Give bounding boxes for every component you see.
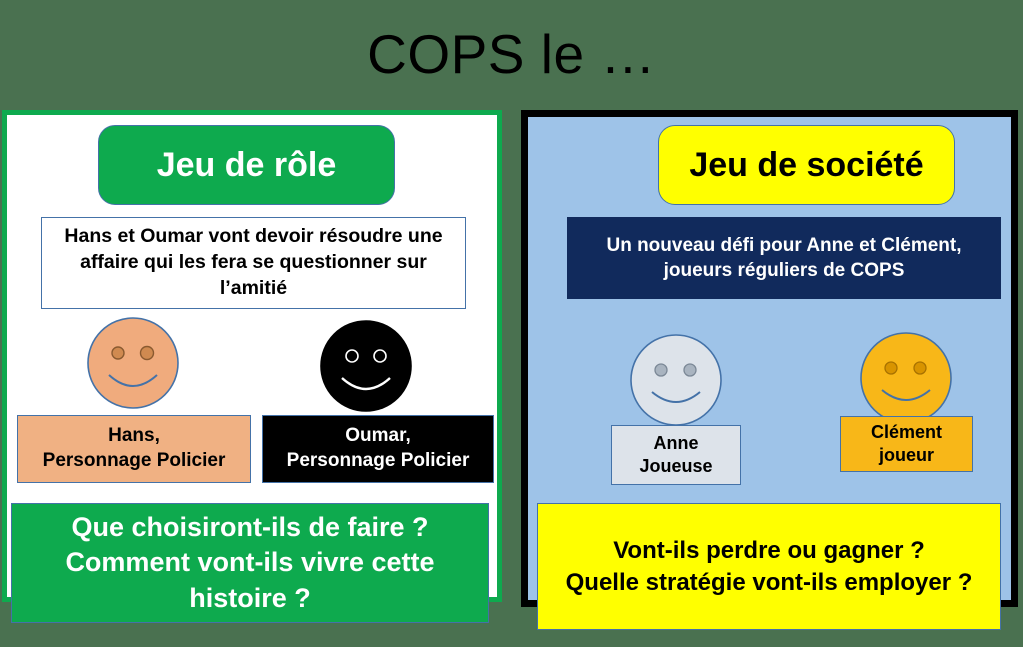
badge-jeu-de-role: Jeu de rôle bbox=[98, 125, 395, 205]
footer-line-2: Quelle stratégie vont-ils employer ? bbox=[565, 568, 973, 596]
name-line-2: joueur bbox=[878, 445, 934, 465]
name-box-clement: Clément joueur bbox=[840, 416, 973, 472]
name-box-anne: Anne Joueuse bbox=[611, 425, 741, 485]
panel-jeu-de-role: Jeu de rôle Hans et Oumar vont devoir ré… bbox=[2, 110, 502, 602]
page-title: COPS le … bbox=[367, 23, 656, 85]
smiley-face-hans bbox=[85, 315, 181, 416]
footer-line-1: Vont-ils perdre ou gagner ? bbox=[613, 536, 925, 564]
name-line-1: Anne bbox=[653, 432, 699, 453]
smiley-face-oumar bbox=[318, 318, 414, 419]
description-jeu-de-role: Hans et Oumar vont devoir résoudre une a… bbox=[41, 217, 466, 309]
smiley-face-anne bbox=[628, 332, 724, 433]
name-line-2: Joueuse bbox=[639, 456, 713, 476]
name-line-2: Personnage Policier bbox=[286, 450, 470, 471]
name-box-oumar: Oumar, Personnage Policier bbox=[262, 415, 494, 483]
description-jeu-de-societe: Un nouveau défi pour Anne et Clément, jo… bbox=[567, 217, 1001, 299]
footer-line-2: Comment vont-ils vivre cette histoire ? bbox=[65, 547, 435, 613]
footer-line-1: Que choisiront-ils de faire ? bbox=[71, 511, 429, 542]
name-line-2: Personnage Policier bbox=[42, 450, 226, 471]
name-box-hans: Hans, Personnage Policier bbox=[17, 415, 251, 483]
name-line-1: Hans, bbox=[108, 425, 160, 447]
footer-jeu-de-societe: Vont-ils perdre ou gagner ? Quelle strat… bbox=[537, 503, 1001, 630]
footer-jeu-de-role: Que choisiront-ils de faire ? Comment vo… bbox=[11, 503, 489, 623]
smiley-face-clement bbox=[858, 330, 954, 431]
name-line-1: Oumar, bbox=[345, 425, 411, 447]
name-line-1: Clément bbox=[870, 421, 942, 442]
badge-jeu-de-societe: Jeu de société bbox=[658, 125, 955, 205]
